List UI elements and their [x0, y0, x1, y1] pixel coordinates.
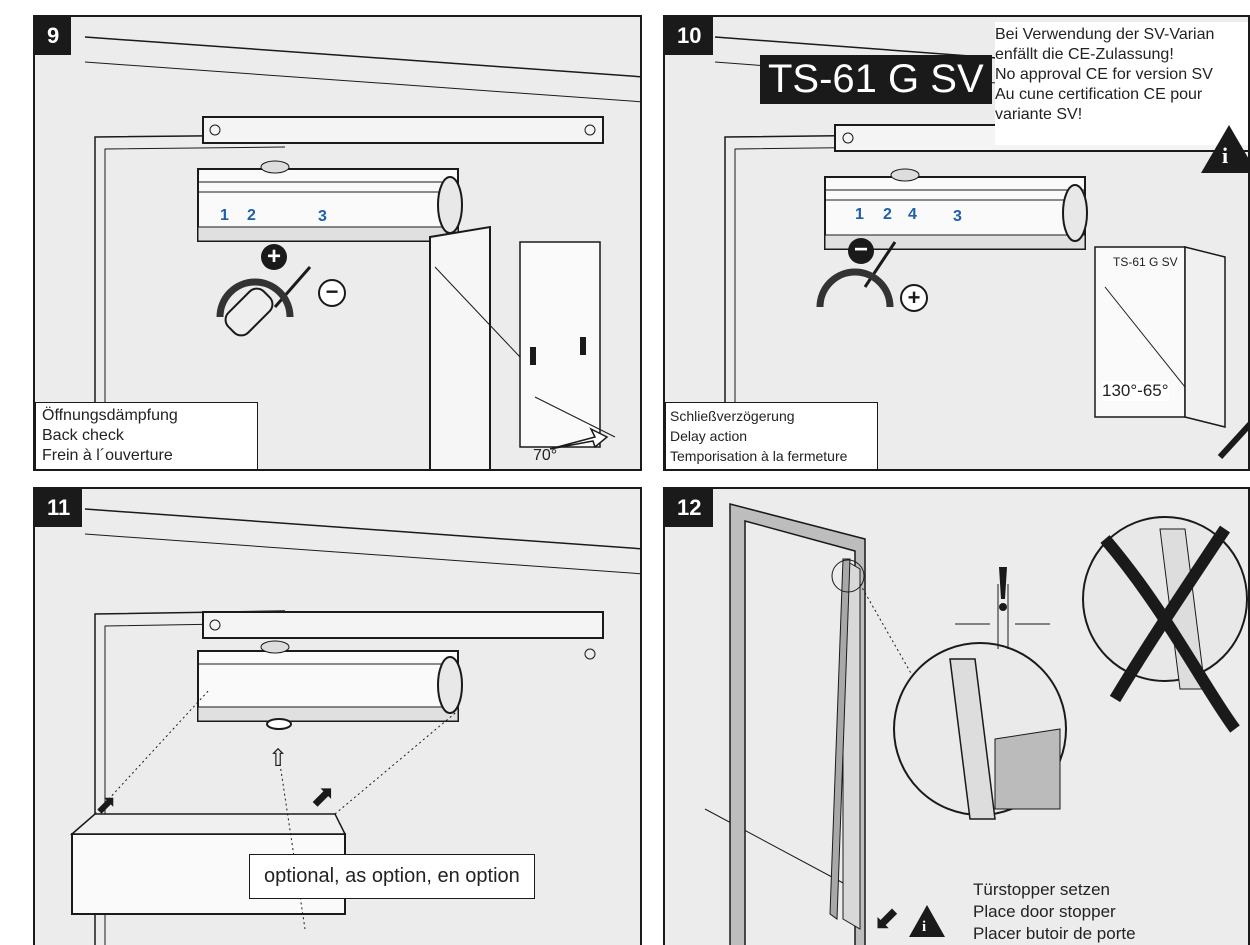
notice-line-2: enfällt die CE-Zulassung! [995, 46, 1174, 63]
warning-info-icon [1201, 125, 1248, 173]
panel-12-number: 12 [665, 489, 714, 527]
panel-10: 10 TS-61 G SV Bei Verwendung der SV-Vari… [663, 15, 1250, 471]
valve-label-3: 3 [953, 208, 962, 225]
caption-line-en: Back check [42, 427, 124, 444]
panel-9: 9 1 2 3 + − Öffnungsdämpfung Back check … [33, 15, 642, 471]
stopper-line-de: Türstopper setzen [973, 880, 1111, 899]
arrow-icon: ⬋ [873, 900, 900, 936]
valve-label-1: 1 [855, 206, 864, 223]
notice-line-4: Au cune certification CE pour [995, 86, 1203, 103]
plus-icon: + [261, 244, 287, 270]
panel-12: 12 ⬋ i Türstopper setzen Place door stop… [663, 487, 1250, 945]
valve-label-2: 2 [883, 206, 892, 223]
warning-info-glyph: i [922, 919, 927, 935]
notice-line-5: variante SV! [995, 106, 1083, 123]
caption-line-en: Delay action [670, 428, 748, 444]
caption-line-fr: Temporisation à la fermeture [670, 448, 848, 464]
panel-10-caption: Schließverzögerung Delay action Temporis… [665, 402, 878, 469]
panel-11: 11 ⬈ ⇧ ⬈ optional, as option, en option [33, 487, 642, 945]
ce-notice: Bei Verwendung der SV-Varian enfällt die… [995, 22, 1248, 145]
arrow-icon: ⇧ [268, 745, 289, 772]
caption-line-de: Schließverzögerung [670, 408, 795, 424]
panel-9-angle: 70° [533, 447, 558, 464]
panel-10-number: 10 [665, 17, 714, 55]
minus-icon: − [318, 279, 346, 307]
arrow-icon: ⬈ [95, 789, 117, 819]
valve-label-1: 1 [220, 207, 229, 224]
stopper-line-fr: Placer butoir de porte [973, 924, 1136, 943]
valve-label-2: 2 [247, 207, 256, 224]
panel-9-illustration [84, 36, 640, 469]
notice-line-3: No approval CE for version SV [995, 66, 1213, 83]
stopper-instructions: Türstopper setzen Place door stopper Pla… [973, 879, 1136, 945]
notice-line-1: Bei Verwendung der SV-Varian [995, 26, 1215, 43]
panel-9-caption: Öffnungsdämpfung Back check Frein à l´ou… [35, 402, 258, 469]
caption-line-fr: Frein à l´ouverture [42, 447, 173, 464]
warning-info-icon [909, 905, 945, 937]
panel-11-number: 11 [35, 489, 83, 527]
caption-line-de: Öffnungsdämpfung [42, 407, 178, 424]
arrow-icon: ⬈ [310, 780, 336, 813]
valve-label-3: 3 [318, 208, 327, 225]
minus-icon: − [848, 238, 874, 264]
panel-12-illustration [704, 503, 1248, 945]
panel-9-number: 9 [35, 17, 72, 55]
warning-info-glyph: i [1222, 143, 1229, 168]
option-label: optional, as option, en option [249, 854, 535, 899]
valve-label-4: 4 [908, 206, 917, 223]
stopper-line-en: Place door stopper [973, 902, 1116, 921]
model-title: TS-61 G SV [760, 55, 992, 104]
door-label: TS-61 G SV [1113, 255, 1178, 269]
plus-icon: + [900, 284, 928, 312]
panel-10-angle: 130°-65° [1102, 381, 1169, 401]
